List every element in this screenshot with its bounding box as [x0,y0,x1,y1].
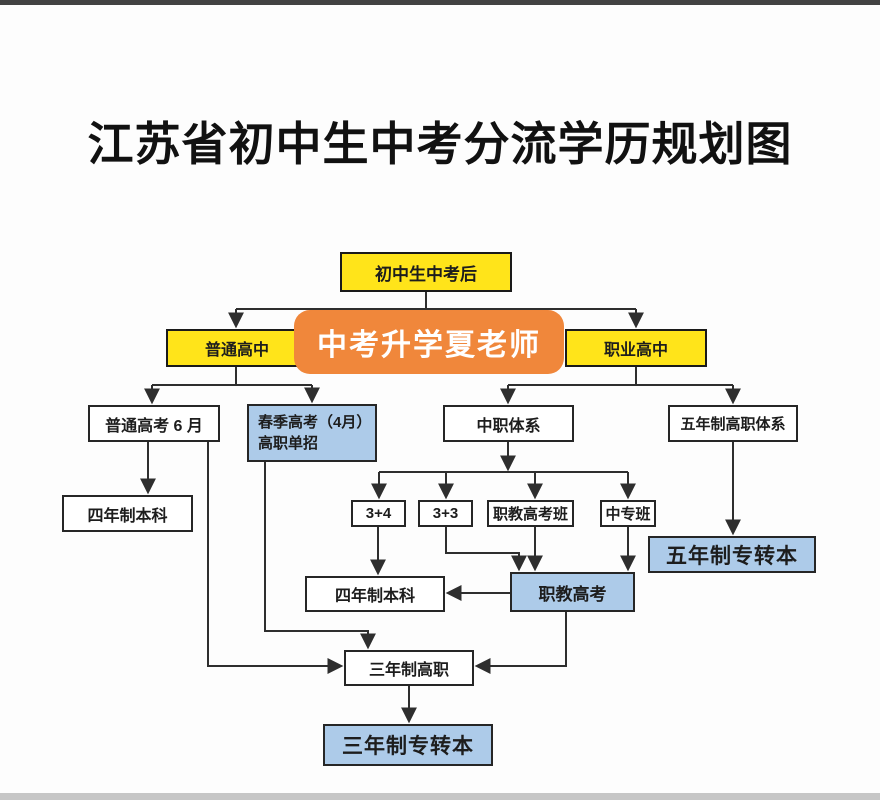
node-vocational-high-school: 职业高中 [565,329,707,367]
edge-3p3-vocgaokao [445,527,527,572]
watermark-badge: 中考升学夏老师 [294,310,564,374]
edge-spring-threeyr [264,462,376,650]
node-three-plus-three: 3+3 [418,500,473,527]
node-spring-gaokao-line1: 春季高考（4月） [258,414,372,431]
node-secondary-vocational-system: 中职体系 [443,405,574,442]
node-three-year-transfer-bachelor: 三年制专转本 [323,724,493,766]
node-three-plus-four: 3+4 [351,500,406,527]
edge-vocational-split [508,367,733,386]
node-technical-secondary-class: 中专班 [600,500,656,527]
node-after-middle-school-exam: 初中生中考后 [340,252,512,292]
node-vocational-gaokao: 职教高考 [510,572,635,612]
page-title: 江苏省初中生中考分流学历规划图 [87,119,793,170]
node-four-year-bachelor-mid: 四年制本科 [305,576,445,612]
edge-vocgaokao-threeyr [474,612,567,674]
node-five-year-college-system: 五年制高职体系 [668,405,798,442]
edge-june-threeyr [207,442,344,674]
node-four-year-bachelor-left: 四年制本科 [62,495,193,532]
bottom-border-strip [0,793,880,800]
node-vocational-gaokao-class: 职教高考班 [487,500,574,527]
node-june-gaokao: 普通高考 6 月 [88,405,220,442]
top-border-strip [0,0,880,5]
node-spring-gaokao: 春季高考（4月） 高职单招 [247,404,377,462]
edge-afterexam-split [236,292,636,310]
node-spring-gaokao-line2: 高职单招 [258,435,319,452]
node-regular-high-school: 普通高中 [166,329,308,367]
node-five-year-transfer-bachelor: 五年制专转本 [648,536,816,573]
edge-regular-split [152,367,312,386]
node-three-year-college: 三年制高职 [344,650,474,686]
